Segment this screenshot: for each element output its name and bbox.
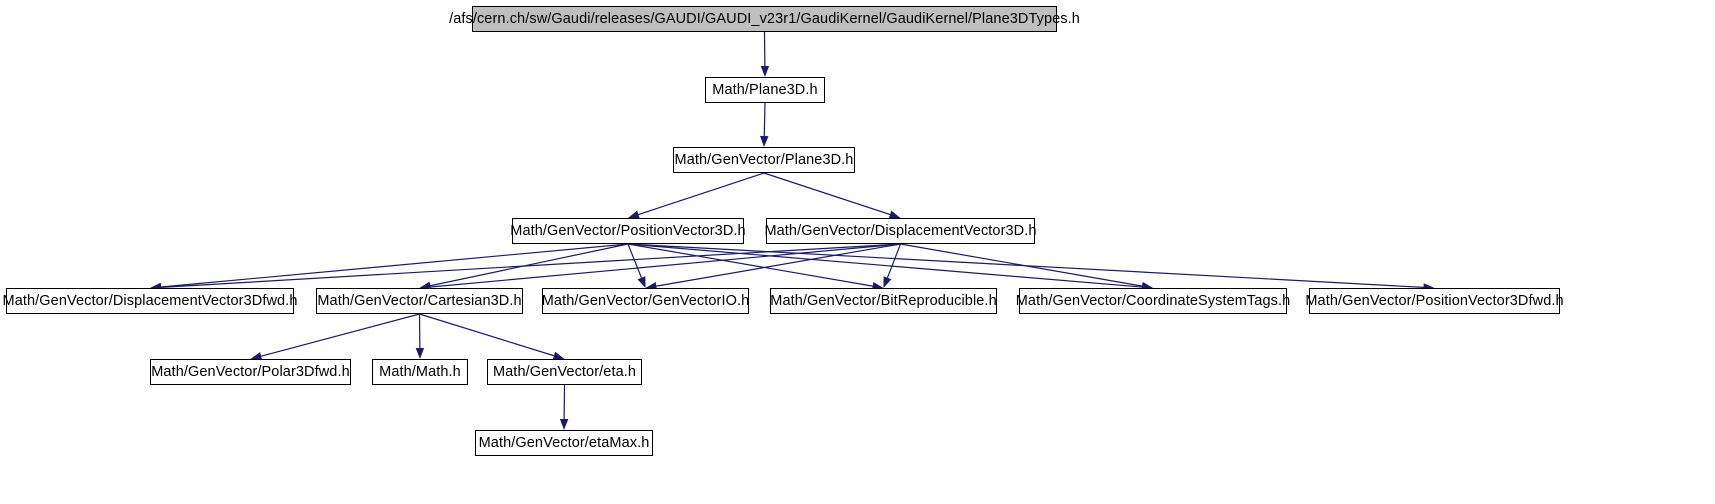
graph-edge-math-plane3d-to-gv-plane3d	[763, 102, 766, 137]
graph-node-label: Math/Math.h	[379, 363, 461, 380]
graph-edge-gv-displacementvector3d-to-gv-genvectorio	[656, 243, 901, 287]
graph-node-gv-bitreproducible[interactable]: Math/GenVector/BitReproducible.h	[770, 288, 997, 314]
graph-node-plane3dtypes[interactable]: /afs/cern.ch/sw/Gaudi/releases/GAUDI/GAU…	[449, 6, 1080, 32]
graph-node-label: Math/Plane3D.h	[712, 81, 818, 98]
graph-node-gv-polar3dfwd[interactable]: Math/GenVector/Polar3Dfwd.h	[150, 359, 351, 385]
graph-arrowhead-gv-positionvector3d-to-gv-genvectorio	[637, 276, 646, 288]
graph-node-gv-displacementvector3d[interactable]: Math/GenVector/DisplacementVector3D.h	[764, 218, 1036, 244]
graph-arrowhead-math-plane3d-to-gv-plane3d	[760, 135, 769, 147]
graph-node-label: Math/GenVector/DisplacementVector3D.h	[764, 222, 1037, 239]
graph-edge-gv-displacementvector3d-to-gv-bitreproducible	[886, 243, 902, 278]
graph-edge-gv-cartesian3d-to-gv-eta	[419, 313, 555, 357]
graph-edge-gv-positionvector3d-to-gv-displacementvector3dfwd	[160, 243, 629, 288]
graph-node-math-plane3d[interactable]: Math/Plane3D.h	[705, 77, 825, 103]
graph-node-gv-genvectorio[interactable]: Math/GenVector/GenVectorIO.h	[542, 288, 749, 314]
graph-node-label: Math/GenVector/PositionVector3Dfwd.h	[1305, 292, 1564, 309]
graph-edge-gv-positionvector3d-to-gv-cartesian3d	[430, 243, 629, 287]
graph-node-gv-eta[interactable]: Math/GenVector/eta.h	[487, 359, 642, 385]
graph-node-gv-plane3d[interactable]: Math/GenVector/Plane3D.h	[673, 147, 855, 173]
graph-node-gv-displacementvector3dfwd[interactable]: Math/GenVector/DisplacementVector3Dfwd.h	[3, 288, 297, 314]
graph-edge-gv-positionvector3d-to-gv-genvectorio	[627, 243, 642, 279]
graph-edge-gv-plane3d-to-gv-displacementvector3d	[763, 172, 891, 216]
graph-edge-gv-displacementvector3d-to-gv-cartesian3d	[430, 243, 901, 288]
graph-node-label: Math/GenVector/GenVectorIO.h	[541, 292, 750, 309]
graph-edge-gv-cartesian3d-to-gv-polar3dfwd	[260, 313, 420, 357]
graph-node-label: Math/GenVector/etaMax.h	[478, 434, 650, 451]
graph-edge-gv-positionvector3d-to-gv-coordinatesystemtags	[627, 243, 1143, 288]
graph-node-gv-coordinatesystemtags[interactable]: Math/GenVector/CoordinateSystemTags.h	[1016, 288, 1290, 314]
graph-node-label: Math/GenVector/Plane3D.h	[674, 151, 854, 168]
graph-node-label: Math/GenVector/eta.h	[492, 363, 637, 380]
graph-node-label: Math/GenVector/BitReproducible.h	[770, 292, 997, 309]
graph-arrowhead-gv-displacementvector3d-to-gv-bitreproducible	[883, 276, 892, 288]
graph-node-label: Math/GenVector/PositionVector3D.h	[510, 222, 746, 239]
graph-arrowhead-gv-eta-to-gv-etamax	[559, 418, 569, 430]
graph-node-gv-positionvector3dfwd[interactable]: Math/GenVector/PositionVector3Dfwd.h	[1305, 288, 1564, 314]
graph-edge-gv-plane3d-to-gv-positionvector3d	[638, 172, 765, 216]
graph-edge-gv-displacementvector3d-to-gv-displacementvector3dfwd	[160, 243, 901, 288]
graph-edge-gv-displacementvector3d-to-gv-coordinatesystemtags	[900, 243, 1143, 287]
graph-node-label: Math/GenVector/Cartesian3D.h	[317, 292, 522, 309]
graph-node-gv-cartesian3d[interactable]: Math/GenVector/Cartesian3D.h	[316, 288, 523, 314]
graph-node-label: Math/GenVector/CoordinateSystemTags.h	[1015, 292, 1291, 309]
graph-edge-gv-positionvector3d-to-gv-positionvector3dfwd	[627, 243, 1424, 288]
graph-node-gv-positionvector3d[interactable]: Math/GenVector/PositionVector3D.h	[510, 218, 746, 244]
graph-edge-gv-positionvector3d-to-gv-bitreproducible	[627, 243, 873, 287]
graph-node-label: Math/GenVector/Polar3Dfwd.h	[151, 363, 350, 380]
graph-node-math-math[interactable]: Math/Math.h	[372, 359, 468, 385]
graph-arrowhead-plane3dtypes-to-math-plane3d	[760, 65, 770, 77]
graph-node-gv-etamax[interactable]: Math/GenVector/etaMax.h	[475, 430, 653, 456]
graph-node-label: /afs/cern.ch/sw/Gaudi/releases/GAUDI/GAU…	[449, 10, 1080, 27]
graph-node-label: Math/GenVector/DisplacementVector3Dfwd.h	[2, 292, 298, 309]
graph-arrowhead-gv-cartesian3d-to-math-math	[415, 347, 425, 359]
